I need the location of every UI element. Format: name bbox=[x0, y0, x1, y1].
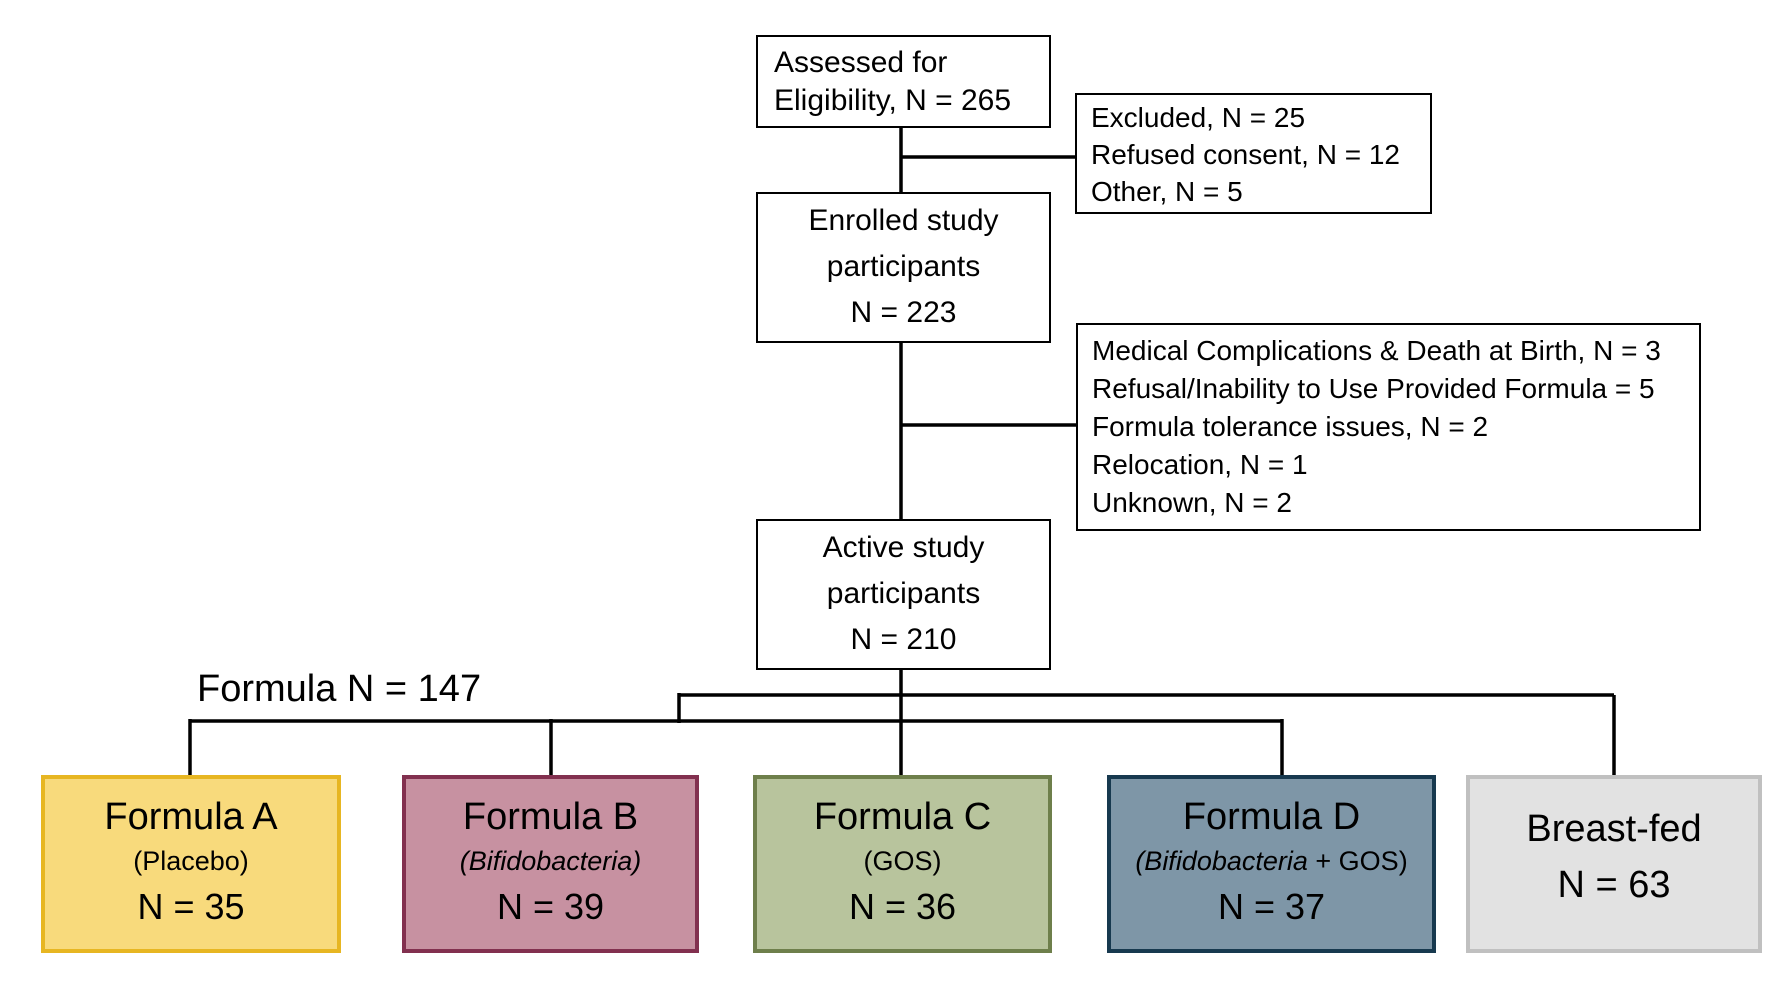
excluded-box: Excluded, N = 25 Refused consent, N = 12… bbox=[1075, 93, 1432, 214]
group-count: N = 36 bbox=[848, 886, 957, 927]
group-count: N = 35 bbox=[137, 886, 245, 927]
text-line: Assessed for bbox=[774, 46, 948, 79]
active-participants-box: Active study participants N = 210 bbox=[756, 519, 1051, 670]
subtitle-regular-part: + GOS) bbox=[1307, 846, 1408, 876]
text-line: Eligibility, N = 265 bbox=[774, 84, 1012, 117]
text-line: Enrolled study bbox=[808, 204, 999, 237]
group-title: Formula A bbox=[104, 796, 278, 838]
text-line: Excluded, N = 25 bbox=[1091, 102, 1306, 133]
subtitle-italic-part: (Bifidobacteria bbox=[1135, 846, 1308, 876]
group-title: Formula D bbox=[1182, 796, 1361, 838]
group-count: N = 37 bbox=[1217, 886, 1326, 927]
group-subtitle: (Bifidobacteria) bbox=[459, 846, 642, 876]
withdrawal-reasons-box: Medical Complications & Death at Birth, … bbox=[1076, 323, 1701, 531]
text-line: Formula tolerance issues, N = 2 bbox=[1092, 411, 1489, 442]
text-line: Medical Complications & Death at Birth, … bbox=[1092, 335, 1661, 366]
enrolled-participants-box: Enrolled study participants N = 223 bbox=[756, 192, 1051, 343]
text-line: N = 210 bbox=[850, 623, 957, 656]
formula-b-box: Formula B (Bifidobacteria) N = 39 bbox=[402, 775, 699, 953]
group-subtitle: (Placebo) bbox=[133, 846, 249, 876]
text-line: participants bbox=[826, 250, 981, 283]
group-title: Formula C bbox=[813, 796, 992, 838]
formula-a-box: Formula A (Placebo) N = 35 bbox=[41, 775, 341, 953]
text-line: Unknown, N = 2 bbox=[1092, 487, 1292, 518]
text-line: Other, N = 5 bbox=[1091, 176, 1243, 207]
breast-fed-box: Breast-fed N = 63 bbox=[1466, 775, 1762, 953]
formula-total-label: Formula N = 147 bbox=[197, 668, 482, 710]
group-title: Breast-fed bbox=[1526, 808, 1702, 850]
assessed-eligibility-box: Assessed for Eligibility, N = 265 bbox=[756, 35, 1051, 128]
group-subtitle: (Bifidobacteria + GOS) bbox=[1111, 842, 1432, 880]
group-title: Formula B bbox=[462, 796, 639, 838]
text-line: Relocation, N = 1 bbox=[1092, 449, 1308, 480]
text-line: N = 223 bbox=[850, 296, 957, 329]
text-line: Refused consent, N = 12 bbox=[1091, 139, 1400, 170]
group-count: N = 39 bbox=[496, 886, 605, 927]
formula-d-box: Formula D (Bifidobacteria + GOS) N = 37 bbox=[1107, 775, 1436, 953]
text-line: Refusal/Inability to Use Provided Formul… bbox=[1092, 373, 1655, 404]
connector-path bbox=[188, 125, 1616, 781]
formula-c-box: Formula C (GOS) N = 36 bbox=[753, 775, 1052, 953]
group-subtitle: (GOS) bbox=[863, 846, 942, 876]
group-count: N = 63 bbox=[1557, 864, 1671, 906]
text-line: participants bbox=[826, 577, 981, 610]
text-line: Active study bbox=[822, 531, 985, 564]
